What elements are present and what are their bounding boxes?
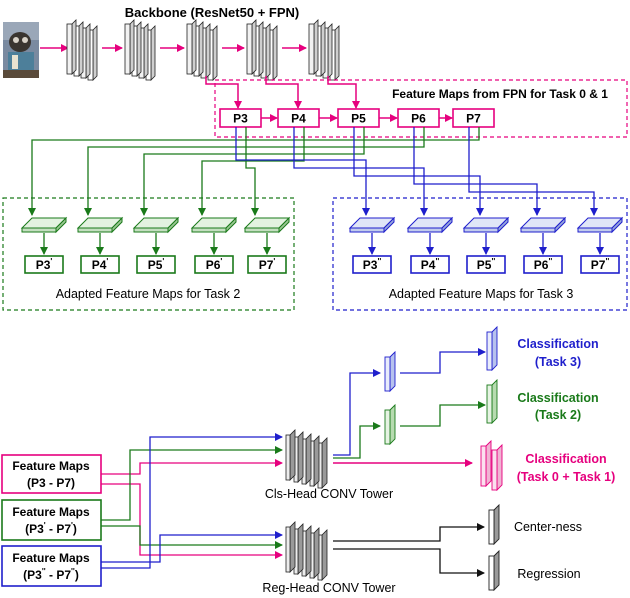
cls-branch-connectors (333, 348, 486, 577)
task2-label-p7: P7' (259, 257, 276, 272)
task2-map-p3: P3' (20, 216, 68, 274)
task3-map-p3: P3'' (348, 216, 396, 274)
fpn-p7 (452, 108, 495, 128)
task2-label-p6: P6' (206, 257, 223, 272)
task2-map-p6: P6' (190, 216, 238, 274)
input-image (3, 22, 39, 78)
task2-label-p4: P4' (92, 257, 109, 272)
output-cls-task2-l2: (Task 2) (535, 408, 581, 422)
output-task3-layer (486, 325, 498, 372)
task3-map-p6: P6'' (519, 216, 567, 274)
task2-box (2, 197, 295, 311)
cls-tower-label: Cls-Head CONV Tower (265, 487, 393, 501)
output-centerness: Center-ness (514, 520, 582, 534)
task3-label-p6: P6'' (534, 257, 553, 272)
task2-map-p7: P7' (243, 216, 291, 274)
cls-head-tower (285, 429, 328, 489)
input-a-line1: Feature Maps (12, 459, 90, 473)
backbone-stage-2 (124, 19, 156, 81)
reg-tower-label: Reg-Head CONV Tower (262, 581, 395, 595)
cls-task2-layer (384, 403, 396, 446)
output-regression-layer (488, 549, 500, 592)
output-cls-task01-l1: Classification (525, 452, 606, 466)
task2-map-p4: P4' (76, 216, 124, 274)
input-b-line1: Feature Maps (12, 505, 90, 519)
backbone-stage-1 (66, 19, 98, 81)
task2-map-p5: P5' (132, 216, 180, 274)
backbone-stages (66, 19, 340, 81)
input-b-line2: (P3' - P7') (25, 521, 77, 536)
fpn-label-p7: P7 (466, 112, 481, 126)
input-connectors (101, 433, 283, 569)
input-c-line2: (P3'' - P7'') (23, 567, 79, 582)
input-c-line1: Feature Maps (12, 551, 90, 565)
fpn-levels: P3 P4 P5 P6 P7 (205, 76, 495, 128)
input-feature-maps-a: Feature Maps (P3 - P7) (1, 454, 102, 494)
output-cls-task2-l1: Classification (517, 391, 598, 405)
task3-label-p4: P4'' (421, 257, 440, 272)
fpn-label-p5: P5 (351, 112, 366, 126)
cls-task3-layer (384, 350, 396, 393)
conv-towers (285, 429, 328, 581)
task2-caption: Adapted Feature Maps for Task 2 (56, 287, 241, 301)
adaptation-connectors (28, 127, 598, 216)
output-task2-layer (486, 378, 498, 425)
reg-head-tower (285, 521, 328, 581)
output-cls-task01-l2: (Task 0 + Task 1) (517, 470, 616, 484)
output-cls-task3-l1: Classification (517, 337, 598, 351)
task3-map-p4: P4'' (406, 216, 454, 274)
fpn-label-p6: P6 (411, 112, 426, 126)
backbone-stage-4 (246, 19, 278, 81)
input-feature-maps-c: Feature Maps (P3'' - P7'') (1, 545, 102, 587)
fpn-label-p4: P4 (291, 112, 306, 126)
backbone-stage-3 (186, 19, 218, 81)
backbone-title: Backbone (ResNet50 + FPN) (125, 5, 299, 20)
task3-map-p7: P7'' (576, 216, 624, 274)
task3-label-p3: P3'' (363, 257, 382, 272)
output-task01-layer-a (480, 439, 492, 488)
task3-caption: Adapted Feature Maps for Task 3 (389, 287, 574, 301)
output-task01-layer-b (491, 443, 503, 492)
output-cls-task3-l2: (Task 3) (535, 355, 581, 369)
task2-label-p5: P5' (148, 257, 165, 272)
fpn-box (214, 79, 628, 138)
task3-label-p7: P7'' (591, 257, 610, 272)
input-feature-maps-b: Feature Maps (P3' - P7') (1, 499, 102, 541)
head-layers (384, 325, 503, 592)
fpn-label-p3: P3 (233, 112, 248, 126)
task2-label-p3: P3' (36, 257, 53, 272)
fpn-box-label: Feature Maps from FPN for Task 0 & 1 (392, 87, 608, 101)
output-regression: Regression (517, 567, 580, 581)
task3-map-p5: P5'' (462, 216, 510, 274)
task3-label-p5: P5'' (477, 257, 496, 272)
output-centerness-layer (488, 503, 500, 546)
input-a-line2: (P3 - P7) (27, 476, 75, 490)
adapted-maps: P3' P4' P5' P6' P7' P3'' P4'' P5'' P6'' P7'' (20, 216, 624, 274)
backbone-stage-5 (308, 19, 340, 81)
